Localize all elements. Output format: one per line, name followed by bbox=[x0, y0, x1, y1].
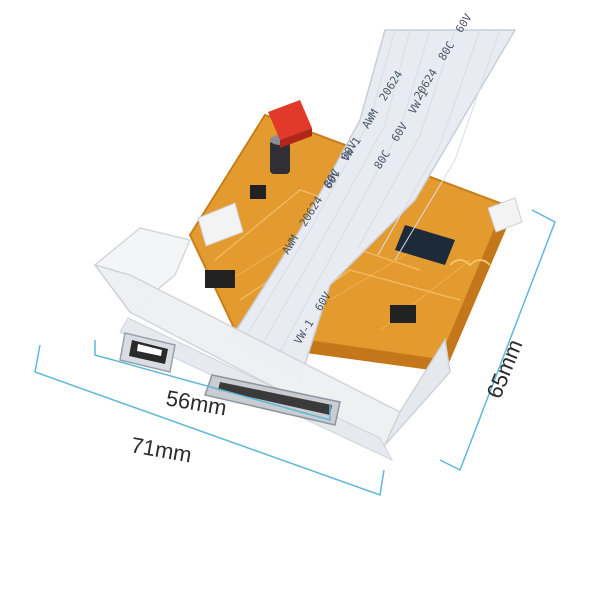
chip-2 bbox=[390, 305, 416, 323]
label-outer-width: 71mm bbox=[129, 432, 194, 467]
red-connector bbox=[268, 100, 312, 148]
white-connector-left bbox=[197, 202, 244, 247]
chip-3 bbox=[250, 185, 266, 199]
white-connector-right bbox=[487, 197, 523, 233]
dock-connector bbox=[204, 374, 341, 426]
dimension-depth bbox=[439, 209, 556, 472]
dimension-outer-width bbox=[34, 344, 385, 497]
label-depth: 65mm bbox=[481, 336, 527, 402]
usb-port bbox=[119, 332, 176, 373]
dimension-inner-width bbox=[94, 340, 331, 421]
ribbon-cable: AWM 20624 80C 60V 60V VW-1 AWM 20624 80C… bbox=[228, 11, 517, 382]
chip-1 bbox=[205, 270, 235, 288]
